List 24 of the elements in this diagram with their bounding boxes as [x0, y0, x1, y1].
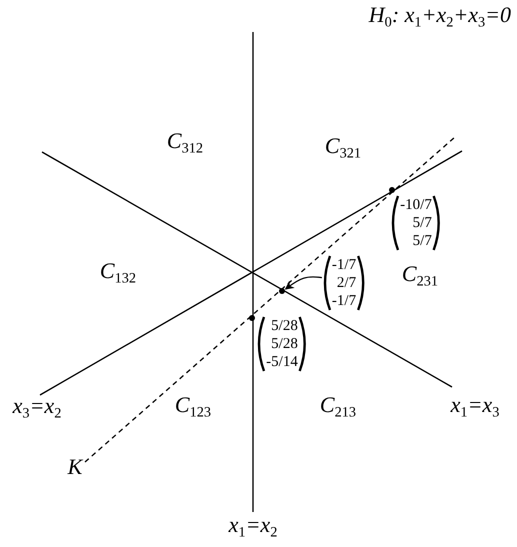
point-dot [279, 288, 285, 294]
region-label: C$_{231}$ [402, 263, 438, 289]
vector-entry: 5/7 [412, 232, 432, 250]
region-label: C$_{213}$ [320, 394, 356, 420]
vector-entry: -1/7 [332, 292, 356, 310]
equation-title: H$_{0}$: x$_{1}$+x$_{2}$+x$_{3}$=0 [368, 4, 511, 30]
arrow [284, 276, 322, 290]
line-label: K [68, 456, 82, 478]
line-label: x$_{3}$=x$_{2}$ [12, 395, 62, 421]
region-label: C$_{321}$ [324, 135, 362, 161]
vector-entry: 5/7 [412, 214, 432, 232]
vector-entry: -5/14 [266, 353, 298, 371]
region-label: C$_{132}$ [100, 260, 136, 286]
point-dot [249, 315, 255, 321]
region-label: C$_{123}$ [174, 394, 212, 420]
vector-entry: -10/7 [400, 196, 432, 214]
vector-entry: 5/28 [270, 317, 298, 335]
vector-entry: -1/7 [332, 256, 356, 274]
region-label: C$_{312}$ [166, 130, 204, 156]
line-label: x$_{1}$=x$_{3}$ [450, 394, 500, 420]
line-label: x$_{1}$=x$_{2}$ [228, 514, 278, 540]
vector-entry: 5/28 [270, 335, 298, 353]
vector-entry: 2/7 [336, 274, 356, 292]
point-dot [389, 187, 395, 193]
